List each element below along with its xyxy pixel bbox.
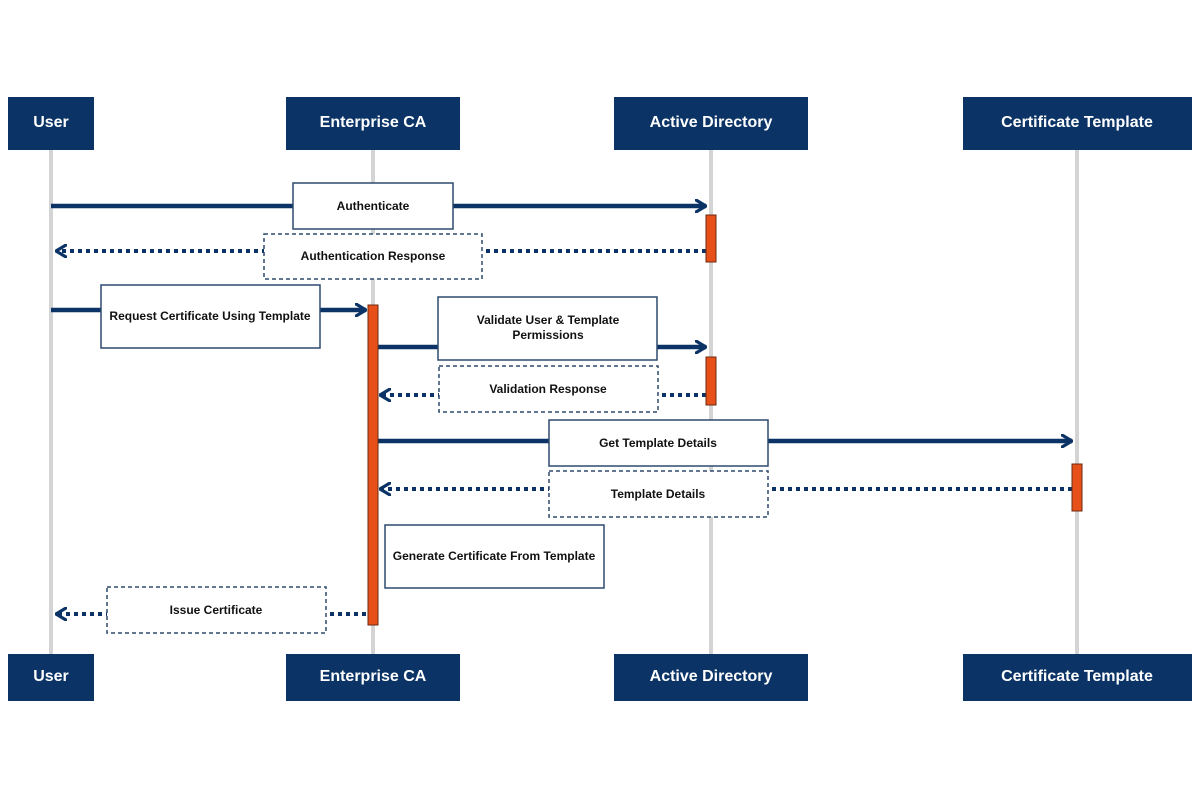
message-label: Validation Response bbox=[489, 382, 607, 396]
message-validate-permissions: Validate User & Template Permissions bbox=[437, 296, 658, 361]
message-authenticate: Authenticate bbox=[292, 182, 454, 230]
actor-top-user: User bbox=[8, 97, 94, 150]
message-label: Generate Certificate From Template bbox=[393, 549, 596, 563]
actor-label: Certificate Template bbox=[1001, 668, 1153, 685]
actor-label: User bbox=[33, 668, 69, 685]
message-label: Request Certificate Using Template bbox=[109, 309, 310, 323]
actor-top-enterprise-ca: Enterprise CA bbox=[286, 97, 460, 150]
actor-label: Enterprise CA bbox=[320, 114, 427, 131]
actor-bottom-enterprise-ca: Enterprise CA bbox=[286, 654, 460, 701]
actor-label: Certificate Template bbox=[1001, 114, 1153, 131]
actor-bottom-active-directory: Active Directory bbox=[614, 654, 808, 701]
actor-label: Active Directory bbox=[650, 114, 773, 131]
activation-enterprise-ca bbox=[367, 304, 379, 626]
message-label: Authenticate bbox=[337, 199, 410, 213]
message-label: Issue Certificate bbox=[170, 603, 263, 617]
message-authentication-response: Authentication Response bbox=[263, 233, 483, 280]
message-label: Get Template Details bbox=[599, 436, 717, 450]
message-generate-certificate: Generate Certificate From Template bbox=[384, 524, 605, 589]
actor-bottom-certificate-template: Certificate Template bbox=[963, 654, 1192, 701]
actor-top-active-directory: Active Directory bbox=[614, 97, 808, 150]
message-request-certificate: Request Certificate Using Template bbox=[100, 284, 321, 349]
message-validation-response: Validation Response bbox=[438, 365, 659, 413]
activation-ad-authenticate bbox=[705, 214, 717, 263]
message-get-template-details: Get Template Details bbox=[548, 419, 769, 467]
actor-label: Enterprise CA bbox=[320, 668, 427, 685]
actor-bottom-user: User bbox=[8, 654, 94, 701]
actor-top-certificate-template: Certificate Template bbox=[963, 97, 1192, 150]
activation-ad-validate bbox=[705, 356, 717, 406]
message-label-line-1: Validate User & Template bbox=[477, 313, 620, 327]
message-template-details: Template Details bbox=[548, 470, 769, 518]
message-label: Template Details bbox=[611, 487, 706, 501]
actor-label: User bbox=[33, 114, 69, 131]
actor-label: Active Directory bbox=[650, 668, 773, 685]
message-label: Authentication Response bbox=[301, 249, 446, 263]
message-label-line-2: Permissions bbox=[512, 328, 584, 342]
message-issue-certificate: Issue Certificate bbox=[106, 586, 327, 634]
activation-certificate-template bbox=[1071, 463, 1083, 512]
